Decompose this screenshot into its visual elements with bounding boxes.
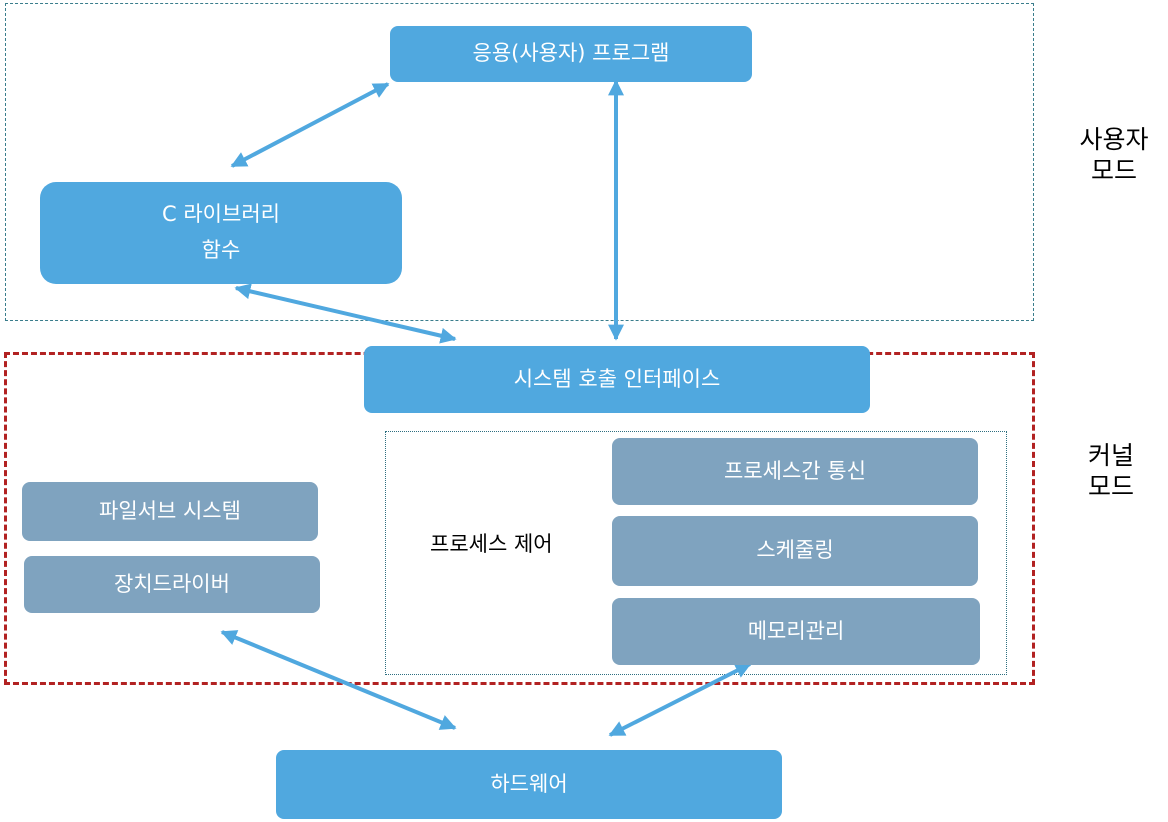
device-driver-label: 장치드라이버 bbox=[114, 571, 230, 596]
scheduling-node: 스케줄링 bbox=[612, 516, 978, 586]
c-library-node: C 라이브러리 함수 bbox=[40, 182, 402, 284]
user-mode-label: 사용자 모드 bbox=[1068, 124, 1160, 187]
kernel-mode-label: 커널 모드 bbox=[1068, 440, 1154, 503]
ipc-label: 프로세스간 통신 bbox=[724, 458, 866, 483]
arrow-clib-to-syscall bbox=[234, 283, 457, 344]
c-library-label-line1: C 라이브러리 bbox=[162, 202, 280, 227]
syscall-interface-node: 시스템 호출 인터페이스 bbox=[364, 346, 870, 413]
filesystem-node: 파일서브 시스템 bbox=[22, 482, 318, 541]
hardware-node: 하드웨어 bbox=[276, 750, 782, 819]
filesystem-label: 파일서브 시스템 bbox=[99, 498, 241, 523]
ipc-node: 프로세스간 통신 bbox=[612, 438, 978, 505]
hardware-label: 하드웨어 bbox=[490, 771, 568, 796]
user-mode-region bbox=[5, 3, 1034, 321]
memory-mgmt-node: 메모리관리 bbox=[612, 598, 980, 665]
app-program-node: 응용(사용자) 프로그램 bbox=[390, 26, 752, 82]
syscall-interface-label: 시스템 호출 인터페이스 bbox=[513, 366, 721, 391]
device-driver-node: 장치드라이버 bbox=[24, 556, 320, 613]
user-mode-label-line1: 사용자 bbox=[1079, 125, 1149, 154]
arrow-app-to-clib bbox=[230, 82, 390, 168]
c-library-label-line2: 함수 bbox=[201, 238, 241, 262]
arrow-driver-to-hardware bbox=[220, 630, 457, 730]
app-program-label: 응용(사용자) 프로그램 bbox=[472, 41, 670, 66]
kernel-mode-label-line2: 모드 bbox=[1087, 472, 1134, 502]
process-control-label: 프로세스 제어 bbox=[430, 532, 553, 556]
scheduling-label: 스케줄링 bbox=[756, 538, 834, 563]
arrow-memory-to-hardware bbox=[608, 662, 752, 737]
kernel-mode-label-line1: 커널 bbox=[1087, 441, 1134, 470]
user-mode-label-line2: 모드 bbox=[1090, 156, 1137, 186]
memory-mgmt-label: 메모리관리 bbox=[747, 618, 845, 643]
